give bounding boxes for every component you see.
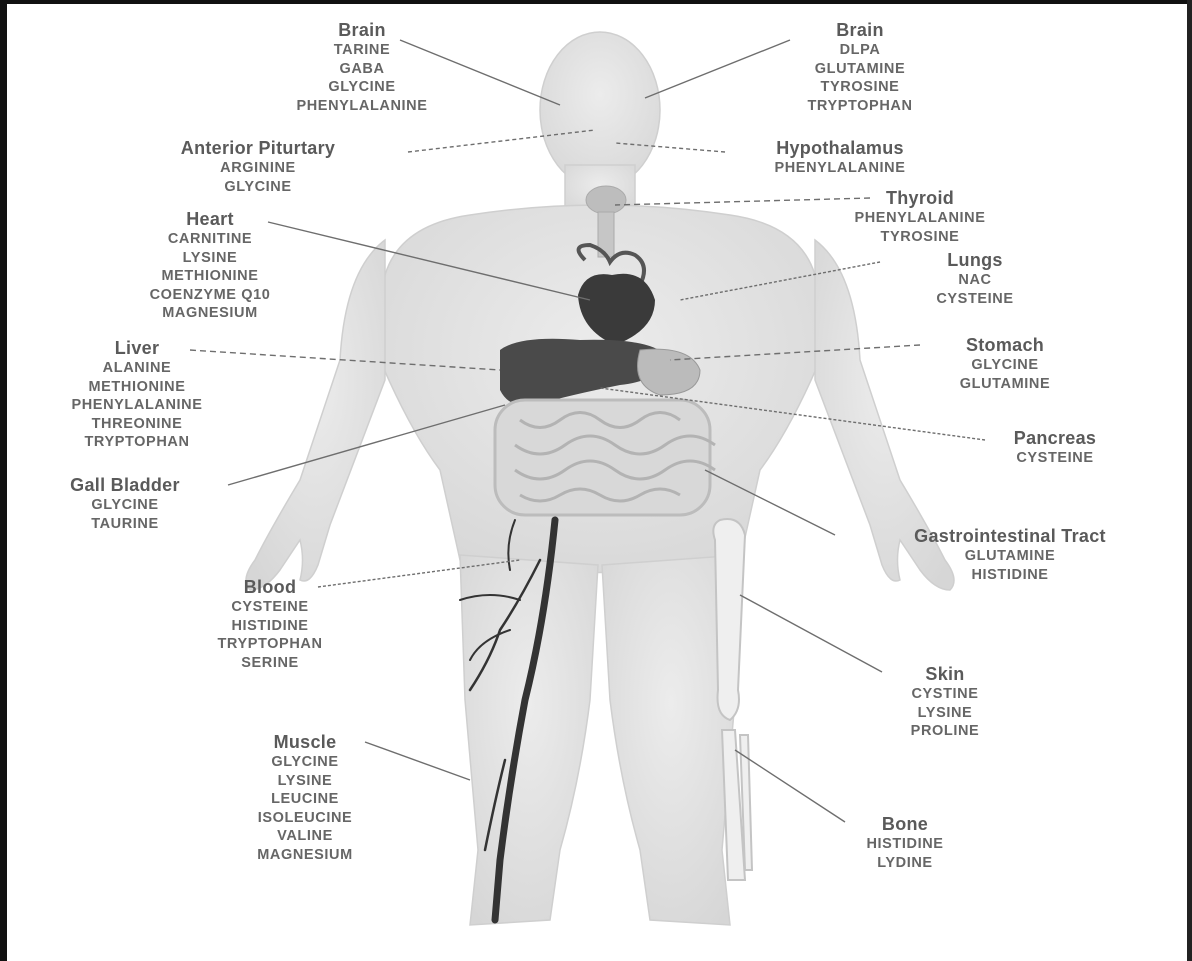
leader-skin	[740, 595, 882, 672]
label-gi-tract: Gastrointestinal Tract GLUTAMINE HISTIDI…	[835, 526, 1185, 584]
label-pancreas: Pancreas CYSTEINE	[970, 428, 1140, 468]
label-item: LYSINE	[840, 704, 1050, 723]
label-item: DLPA	[735, 41, 985, 60]
label-item: GLUTAMINE	[905, 375, 1105, 394]
label-item: PHENYLALANINE	[12, 396, 262, 415]
label-brain-left: Brain TARINE GABA GLYCINE PHENYLALANINE	[232, 20, 492, 115]
label-item: TYROSINE	[735, 78, 985, 97]
label-item: CYSTEINE	[970, 449, 1140, 468]
label-title: Brain	[735, 20, 985, 41]
label-item: GLYCINE	[195, 753, 415, 772]
label-title: Skin	[840, 664, 1050, 685]
label-item: GLYCINE	[905, 356, 1105, 375]
label-item: GLUTAMINE	[735, 60, 985, 79]
label-heart: Heart CARNITINE LYSINE METHIONINE COENZY…	[100, 209, 320, 323]
label-item: PROLINE	[840, 722, 1050, 741]
left-leg	[460, 555, 598, 925]
label-title: Thyroid	[795, 188, 1045, 209]
label-item: ALANINE	[12, 359, 262, 378]
label-title: Bone	[800, 814, 1010, 835]
label-title: Hypothalamus	[715, 138, 965, 159]
label-hypothalamus: Hypothalamus PHENYLALANINE	[715, 138, 965, 178]
label-item: GABA	[232, 60, 492, 79]
frame-border-right	[1187, 0, 1192, 961]
label-item: TAURINE	[20, 515, 230, 534]
label-item: THREONINE	[12, 415, 262, 434]
frame-border-top	[0, 0, 1192, 4]
label-title: Gall Bladder	[20, 475, 230, 496]
label-item: COENZYME Q10	[100, 286, 320, 305]
label-title: Brain	[232, 20, 492, 41]
label-item: PHENYLALANINE	[232, 97, 492, 116]
label-item: METHIONINE	[100, 267, 320, 286]
label-item: GLYCINE	[20, 496, 230, 515]
label-stomach: Stomach GLYCINE GLUTAMINE	[905, 335, 1105, 393]
label-title: Anterior Piturtary	[108, 138, 408, 159]
label-item: TRYPTOPHAN	[12, 433, 262, 452]
label-item: TARINE	[232, 41, 492, 60]
leader-bone	[735, 750, 845, 822]
label-title: Blood	[155, 577, 385, 598]
label-item: HISTIDINE	[800, 835, 1010, 854]
label-title: Liver	[12, 338, 262, 359]
label-item: TYROSINE	[795, 228, 1045, 247]
label-item: HISTIDINE	[155, 617, 385, 636]
label-anterior-pituitary: Anterior Piturtary ARGININE GLYCINE	[108, 138, 408, 196]
label-item: GLYCINE	[232, 78, 492, 97]
label-title: Heart	[100, 209, 320, 230]
label-item: PHENYLALANINE	[795, 209, 1045, 228]
label-bone: Bone HISTIDINE LYDINE	[800, 814, 1010, 872]
label-item: CYSTEINE	[895, 290, 1055, 309]
label-blood: Blood CYSTEINE HISTIDINE TRYPTOPHAN SERI…	[155, 577, 385, 672]
label-title: Lungs	[895, 250, 1055, 271]
label-item: CYSTEINE	[155, 598, 385, 617]
label-item: METHIONINE	[12, 378, 262, 397]
intestines-organ	[495, 400, 715, 515]
label-title: Stomach	[905, 335, 1105, 356]
label-item: GLUTAMINE	[835, 547, 1185, 566]
frame-border-left	[0, 0, 7, 961]
label-skin: Skin CYSTINE LYSINE PROLINE	[840, 664, 1050, 741]
label-item: TRYPTOPHAN	[155, 635, 385, 654]
label-item: VALINE	[195, 827, 415, 846]
label-item: CYSTINE	[840, 685, 1050, 704]
label-lungs: Lungs NAC CYSTEINE	[895, 250, 1055, 308]
label-item: SERINE	[155, 654, 385, 673]
label-gall-bladder: Gall Bladder GLYCINE TAURINE	[20, 475, 230, 533]
label-item: LEUCINE	[195, 790, 415, 809]
label-item: GLYCINE	[108, 178, 408, 197]
label-liver: Liver ALANINE METHIONINE PHENYLALANINE T…	[12, 338, 262, 452]
label-item: PHENYLALANINE	[715, 159, 965, 178]
label-item: ARGININE	[108, 159, 408, 178]
label-item: MAGNESIUM	[195, 846, 415, 865]
label-item: CARNITINE	[100, 230, 320, 249]
label-thyroid: Thyroid PHENYLALANINE TYROSINE	[795, 188, 1045, 246]
label-item: HISTIDINE	[835, 566, 1185, 585]
label-item: LYSINE	[195, 772, 415, 791]
label-title: Pancreas	[970, 428, 1140, 449]
label-item: LYSINE	[100, 249, 320, 268]
label-item: TRYPTOPHAN	[735, 97, 985, 116]
label-item: ISOLEUCINE	[195, 809, 415, 828]
label-title: Gastrointestinal Tract	[835, 526, 1185, 547]
label-brain-right: Brain DLPA GLUTAMINE TYROSINE TRYPTOPHAN	[735, 20, 985, 115]
label-item: NAC	[895, 271, 1055, 290]
label-item: MAGNESIUM	[100, 304, 320, 323]
label-item: LYDINE	[800, 854, 1010, 873]
label-muscle: Muscle GLYCINE LYSINE LEUCINE ISOLEUCINE…	[195, 732, 415, 864]
label-title: Muscle	[195, 732, 415, 753]
